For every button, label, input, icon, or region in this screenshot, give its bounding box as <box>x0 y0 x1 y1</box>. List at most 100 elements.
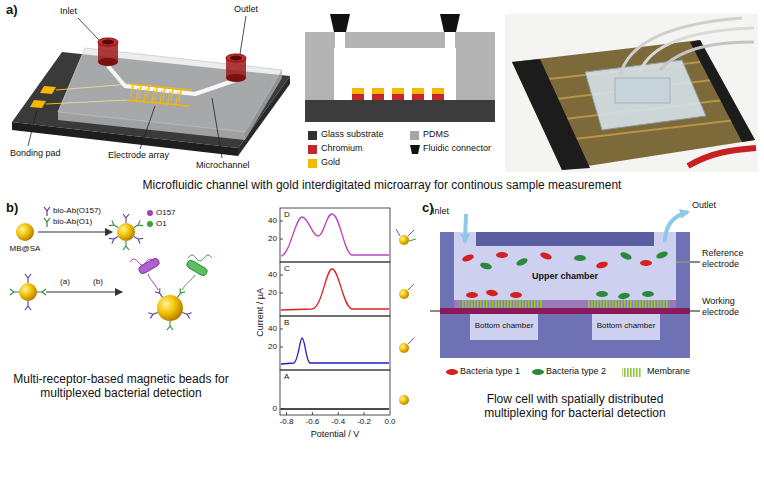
legend-text: Membrane <box>647 366 690 377</box>
bead-icon <box>409 239 416 241</box>
bead-scheme <box>175 288 185 299</box>
bead-scheme <box>46 292 122 293</box>
bead-icon <box>399 395 409 405</box>
flow-cell <box>470 314 538 340</box>
legend-text: Glass substrate <box>321 129 384 140</box>
legend-text: Bacteria type 1 <box>460 366 520 377</box>
step-label: (b) <box>93 277 103 287</box>
device-photo <box>585 60 706 130</box>
part-label: Bonding pad <box>10 148 61 159</box>
cross-section <box>372 88 384 94</box>
flow-cell <box>462 300 542 308</box>
cross-section <box>445 32 455 49</box>
bacteria <box>655 250 668 260</box>
bead-scheme <box>10 207 212 330</box>
bead-scheme <box>44 218 50 227</box>
legend-text: Fluidic connector <box>423 143 491 154</box>
legend-sample <box>622 368 642 377</box>
bead-scheme <box>182 275 195 290</box>
cross-section <box>334 48 456 100</box>
chip-3d <box>98 38 118 46</box>
bacteria <box>486 289 499 297</box>
cross-section <box>412 88 424 94</box>
cross-section <box>352 94 364 100</box>
legend-sample <box>410 145 420 154</box>
legend-swatch <box>308 159 317 168</box>
legend-sample <box>410 145 420 154</box>
bead-scheme <box>44 218 50 227</box>
plot-frame <box>280 208 390 415</box>
bead-scheme <box>188 255 212 261</box>
cross-section <box>305 100 495 122</box>
cross-section <box>352 88 364 94</box>
cross-section <box>432 94 444 100</box>
axis-tick: -0.6 <box>306 417 320 427</box>
plot-frame <box>280 370 390 415</box>
subplot-letter: B <box>284 318 289 328</box>
legend-sample <box>446 369 458 375</box>
bead-scheme <box>109 220 120 230</box>
reagent-label: bio-Ab(O1) <box>53 217 92 227</box>
bead-scheme <box>137 257 160 275</box>
bacteria <box>461 250 668 300</box>
legend-text: Bacteria type 2 <box>546 366 606 377</box>
reagent-label: MB@SA <box>10 244 41 254</box>
flow-cell <box>440 314 690 358</box>
bacteria <box>510 292 522 298</box>
axis-tick: -0.8 <box>280 417 294 427</box>
bead-scheme <box>185 259 208 277</box>
part-label: Upper chamber <box>532 271 598 282</box>
plot-frame <box>280 316 390 370</box>
chip-3d <box>102 40 114 45</box>
part-label: Outlet <box>692 200 716 211</box>
device-photo <box>505 14 758 172</box>
leader-line <box>212 98 222 158</box>
chip-3d <box>131 84 181 105</box>
bead-scheme <box>19 283 37 301</box>
chip-3d <box>108 66 236 94</box>
device-photo <box>620 18 742 76</box>
flow-cell <box>476 232 654 246</box>
bacteria <box>574 255 586 261</box>
bead-scheme <box>147 210 153 216</box>
device-photo <box>660 42 754 70</box>
subplot-letter: C <box>284 264 290 274</box>
bead-icon <box>399 235 409 245</box>
leader-line <box>240 16 246 54</box>
plot-curve <box>281 214 389 409</box>
plot-frame <box>280 262 390 316</box>
bead-icon <box>399 289 409 299</box>
cross-section <box>305 32 495 100</box>
bead-scheme <box>148 288 191 330</box>
part-label: Working electrode <box>702 296 758 318</box>
bead-icon <box>399 343 409 353</box>
bead-scheme <box>117 223 135 241</box>
chip-3d <box>127 84 192 106</box>
bead-icon <box>396 229 414 236</box>
bead-scheme <box>147 221 153 227</box>
device-photo <box>615 78 670 103</box>
plot-curve <box>281 214 389 256</box>
bead-scheme <box>157 295 183 321</box>
bead-scheme <box>123 241 129 250</box>
bead-icon <box>408 338 414 344</box>
legend-text: Chromium <box>321 143 363 154</box>
bead-scheme <box>37 289 46 295</box>
panel-caption: Multi-receptor-based magnetic beads for … <box>12 372 230 401</box>
axis-tick: 20 <box>268 288 277 298</box>
flow-cell <box>454 300 676 308</box>
cross-section <box>335 32 345 49</box>
chip-3d <box>12 38 290 156</box>
legend-text: Gold <box>321 157 340 168</box>
device-photo <box>512 40 755 170</box>
cross-section <box>412 94 424 100</box>
bead-icon <box>408 284 414 290</box>
bacteria <box>640 260 652 266</box>
bead-scheme <box>25 301 31 310</box>
flow-cell <box>665 212 688 242</box>
flow-cell <box>430 212 700 358</box>
bead-scheme <box>25 274 31 283</box>
flow-cell <box>440 232 454 314</box>
legend-sample <box>532 369 544 375</box>
bead-scheme <box>148 274 158 290</box>
